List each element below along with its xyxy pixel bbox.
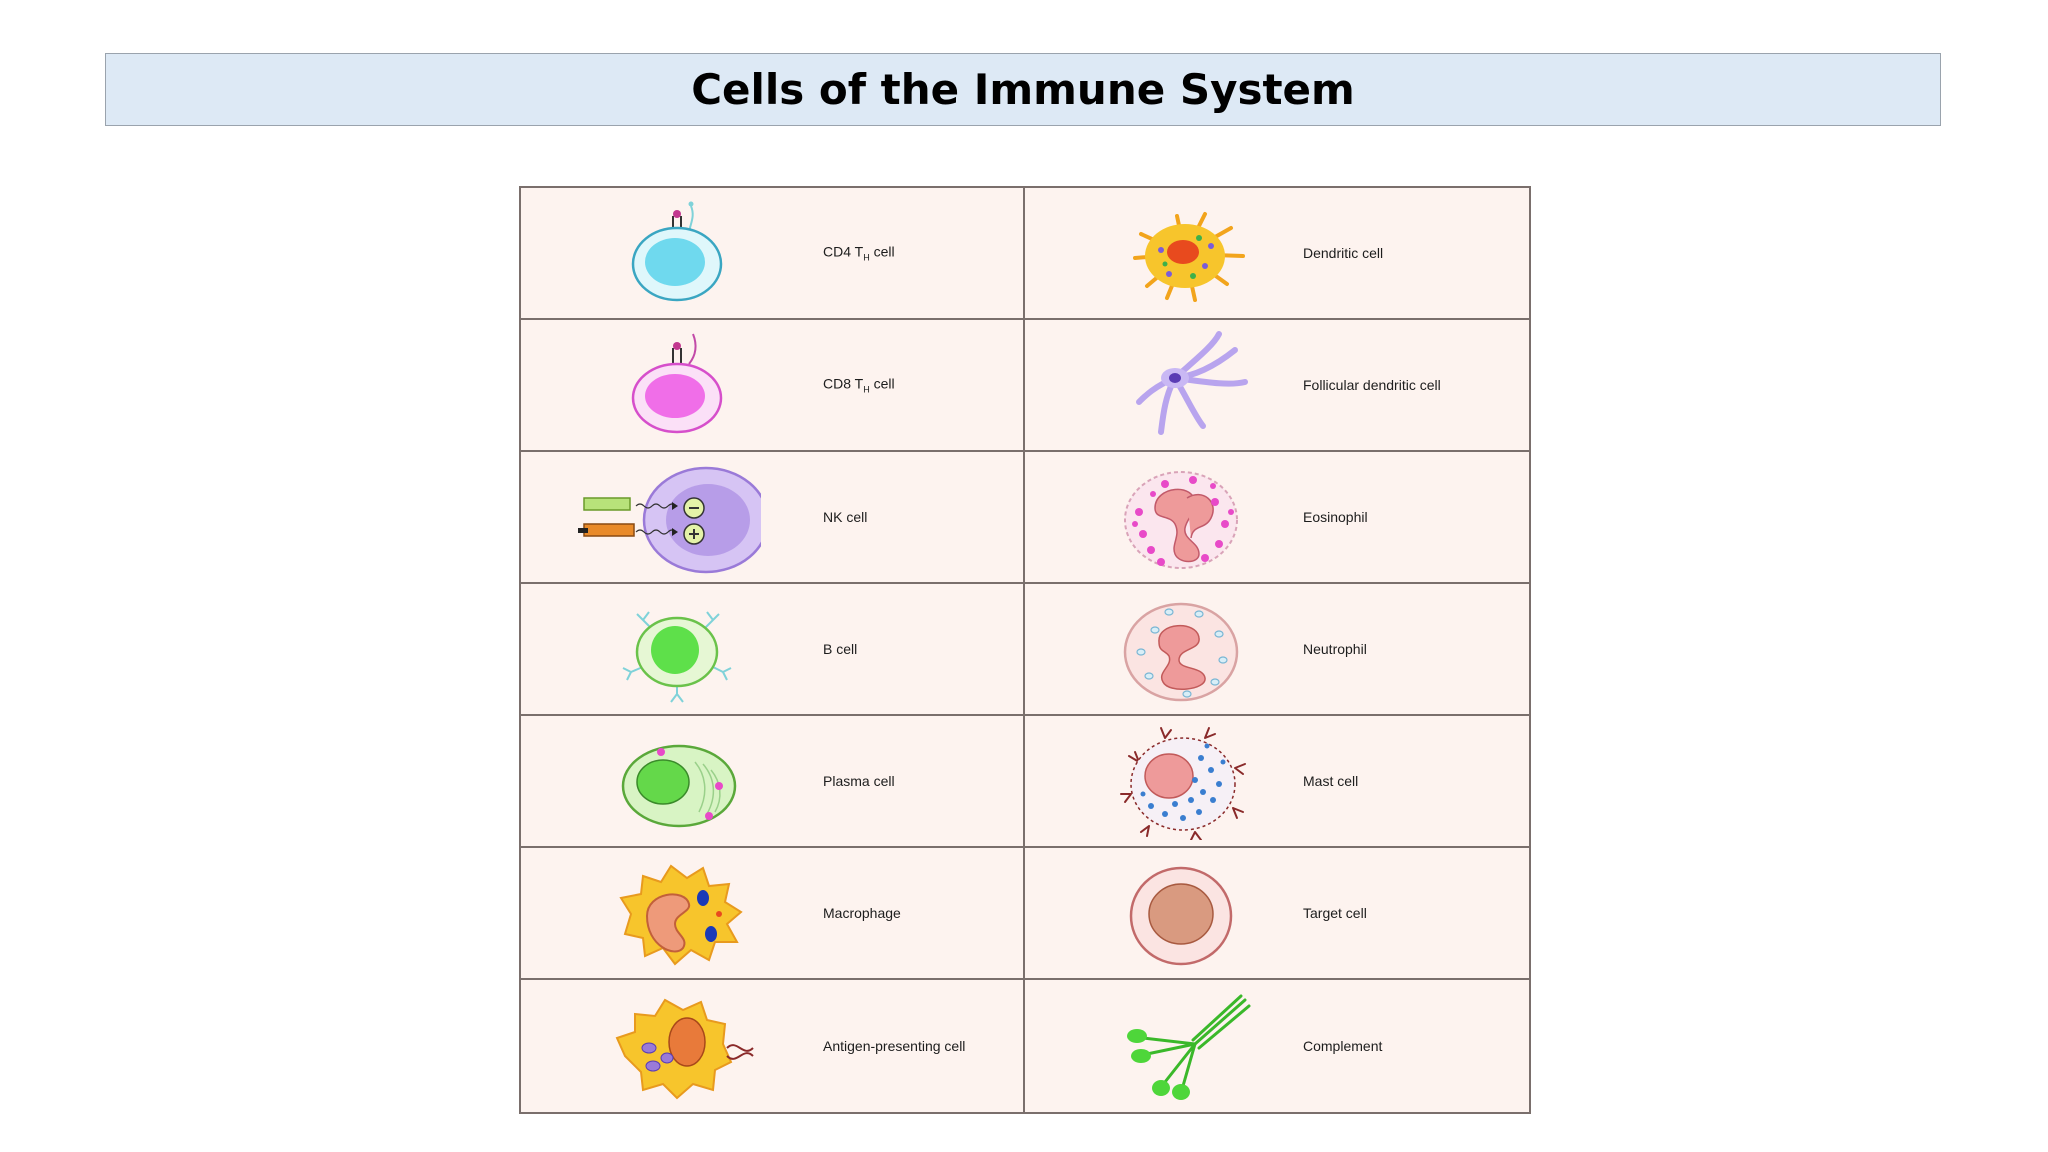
mast-cell-icon	[1120, 727, 1246, 840]
cell-follicular-dendritic-cell: Follicular dendritic cell	[1025, 320, 1529, 452]
dendritic-cell-icon	[1133, 212, 1245, 302]
cell-label: Complement	[1303, 1038, 1383, 1054]
nk-cell-icon	[578, 466, 761, 574]
target-cell-icon	[1129, 866, 1233, 966]
cell-complement: Complement	[1025, 980, 1529, 1112]
cell-b-cell: B cell	[521, 584, 1025, 716]
slide-title: Cells of the Immune System	[691, 65, 1355, 114]
cell-dendritic-cell: Dendritic cell	[1025, 188, 1529, 320]
cell-label: Target cell	[1303, 905, 1367, 921]
cd8-t-cell-icon	[631, 333, 723, 434]
eosinophil-icon	[1124, 471, 1238, 569]
plasma-cell-icon	[621, 744, 737, 828]
cell-label: Neutrophil	[1303, 641, 1367, 657]
cell-label: CD4 TH cell	[823, 243, 895, 263]
cell-target-cell: Target cell	[1025, 848, 1529, 980]
cell-mast-cell: Mast cell	[1025, 716, 1529, 848]
cell-eosinophil: Eosinophil	[1025, 452, 1529, 584]
cell-label: Antigen-presenting cell	[823, 1038, 966, 1054]
cell-cd8-t-cell: CD8 TH cell	[521, 320, 1025, 452]
cell-label: Dendritic cell	[1303, 245, 1384, 261]
cell-label: CD8 TH cell	[823, 375, 895, 395]
cd4-t-cell-icon	[631, 201, 723, 302]
cell-label: NK cell	[823, 509, 868, 525]
b-cell-icon	[622, 611, 732, 703]
cell-label: Follicular dendritic cell	[1303, 377, 1441, 393]
complement-icon	[1127, 994, 1251, 1100]
cell-plasma-cell: Plasma cell	[521, 716, 1025, 848]
title-bar: Cells of the Immune System	[105, 53, 1941, 126]
neutrophil-icon	[1123, 602, 1239, 702]
cell-label: Macrophage	[823, 905, 901, 921]
follicular-dendritic-cell-icon	[1136, 331, 1248, 435]
cell-neutrophil: Neutrophil	[1025, 584, 1529, 716]
cell-nk-cell: NK cell	[521, 452, 1025, 584]
cell-label: B cell	[823, 641, 858, 657]
cell-label: Plasma cell	[823, 773, 895, 789]
cell-antigen-presenting-cell: Antigen-presenting cell	[521, 980, 1025, 1112]
cell-label: Mast cell	[1303, 773, 1359, 789]
macrophage-icon	[619, 864, 743, 966]
immune-cells-grid: CD4 TH cell Dendritic cell	[519, 186, 1531, 1114]
cell-macrophage: Macrophage	[521, 848, 1025, 980]
cell-cd4-t-cell: CD4 TH cell	[521, 188, 1025, 320]
cell-label: Eosinophil	[1303, 509, 1368, 525]
antigen-presenting-cell-icon	[615, 998, 754, 1100]
